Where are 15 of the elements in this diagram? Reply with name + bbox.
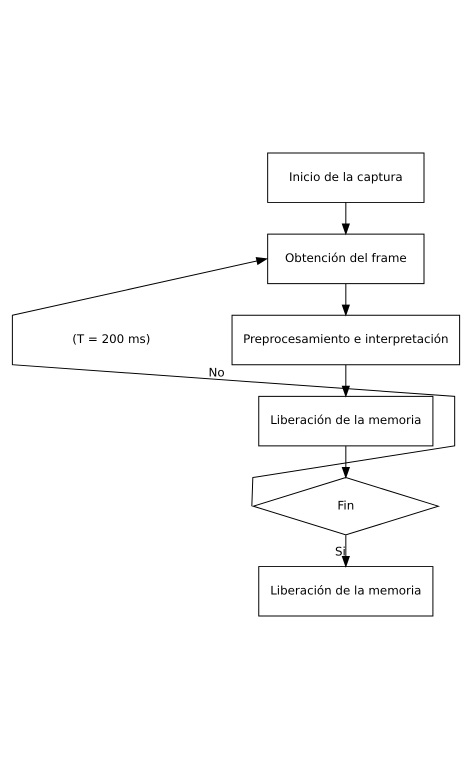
arrow xyxy=(12,257,456,507)
arrow xyxy=(342,283,350,316)
node-box: Obtención del frame xyxy=(267,234,424,284)
arrow xyxy=(342,364,350,398)
node-box: Inicio de la captura xyxy=(267,152,424,203)
node-box: Liberación de la memoria xyxy=(258,566,434,617)
node-diamond: Fin xyxy=(252,477,440,536)
arrow xyxy=(342,202,350,236)
edge-label: Si xyxy=(334,544,346,558)
arrow xyxy=(342,446,350,479)
node-box: Liberación de la memoria xyxy=(258,396,434,446)
label: (T = 200 ms) xyxy=(72,332,150,346)
arrow xyxy=(342,534,350,568)
node-box: Preprocesamiento e interpretación xyxy=(232,314,460,366)
edge-label: No xyxy=(208,366,225,380)
